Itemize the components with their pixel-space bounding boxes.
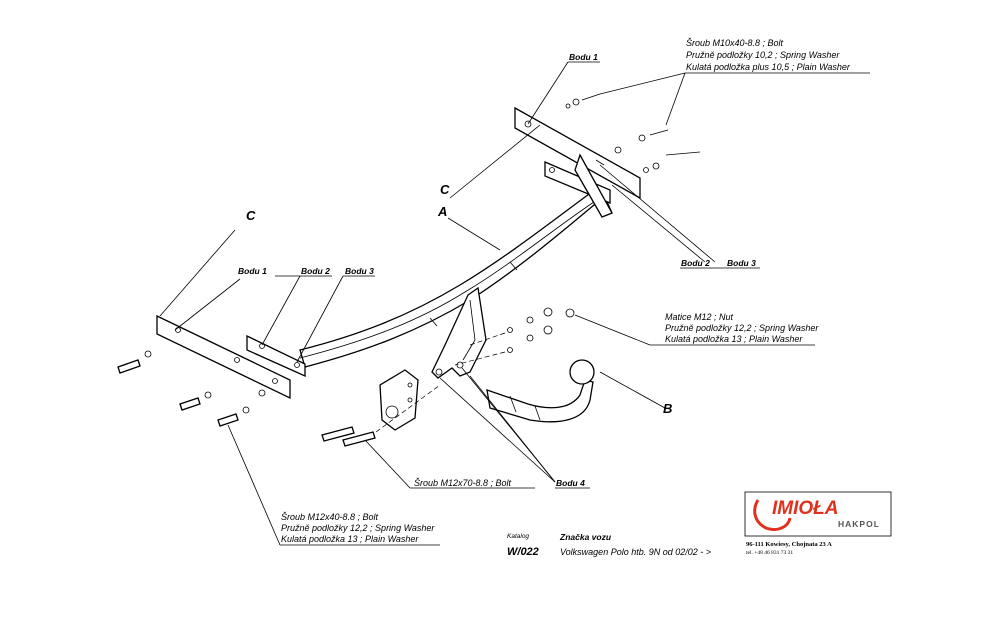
label-a: A (437, 204, 447, 219)
brand-sub: HAKPOL (838, 519, 880, 529)
brand-address: 96-111 Kowiesy, Chojnata 23 A (746, 541, 832, 548)
spec-bolt-m10-line1: Šroub M10x40-8.8 ; Bolt (686, 38, 784, 48)
spec-bolt-m12x40-line1: Šroub M12x40-8.8 ; Bolt (281, 512, 379, 522)
label-bodu2-right: Bodu 2 (681, 258, 710, 268)
socket-bracket (379, 369, 419, 431)
vehicle-model: Volkswagen Polo htb. 9N od 02/02 - > (560, 547, 711, 557)
spec-bolt-m10-line3: Kulatá podložka plus 10,5 ; Plain Washer (686, 62, 851, 72)
katalog-label: Katalog (507, 533, 529, 540)
right-side-arm (514, 106, 641, 218)
left-side-arm (156, 314, 306, 400)
long-bolts (321, 384, 441, 447)
brand-logo: IMIOŁA HAKPOL 96-111 Kowiesy, Chojnata 2… (744, 491, 892, 556)
spec-nut-line3: Kulatá podložka 13 ; Plain Washer (665, 334, 803, 344)
label-bodu2-left: Bodu 2 (301, 266, 330, 276)
fasteners-top-right (565, 93, 701, 173)
label-bodu3-right: Bodu 3 (727, 258, 756, 268)
katalog-number: W/022 (507, 546, 539, 558)
center-mount-plate (431, 286, 487, 379)
znacka-label: Značka vozu (559, 532, 612, 542)
fasteners-nut-side (454, 307, 575, 366)
hook-logo-icon (753, 499, 792, 532)
label-c-top: C (440, 182, 450, 197)
fasteners-left (117, 350, 266, 427)
spec-bolt-m12x40-line2: Pružně podložky 12,2 ; Spring Washer (281, 523, 435, 533)
spec-bolt-m12x40-line3: Kulatá podložka 13 ; Plain Washer (281, 534, 419, 544)
spec-bolt-m12x70: Šroub M12x70-8.8 ; Bolt (414, 478, 512, 488)
footer-block: Katalog W/022 Značka vozu Volkswagen Pol… (507, 532, 711, 558)
ball-neck (486, 359, 595, 423)
label-bodu1-top: Bodu 1 (569, 52, 598, 62)
spec-nut-line1: Matice M12 ; Nut (665, 312, 734, 322)
brand-name: IMIOŁA (772, 498, 839, 519)
label-b: B (663, 401, 672, 416)
brand-tel: tel. +48 46 831 73 31 (746, 550, 793, 556)
spec-bolt-m10-line2: Pružně podložky 10,2 ; Spring Washer (686, 50, 840, 60)
label-bodu3-left: Bodu 3 (345, 266, 374, 276)
leader-lines (159, 61, 870, 546)
label-bodu1-left: Bodu 1 (238, 266, 267, 276)
label-c-left: C (246, 208, 256, 223)
label-bodu4: Bodu 4 (556, 478, 585, 488)
spec-nut-line2: Pružně podložky 12,2 ; Spring Washer (665, 323, 819, 333)
